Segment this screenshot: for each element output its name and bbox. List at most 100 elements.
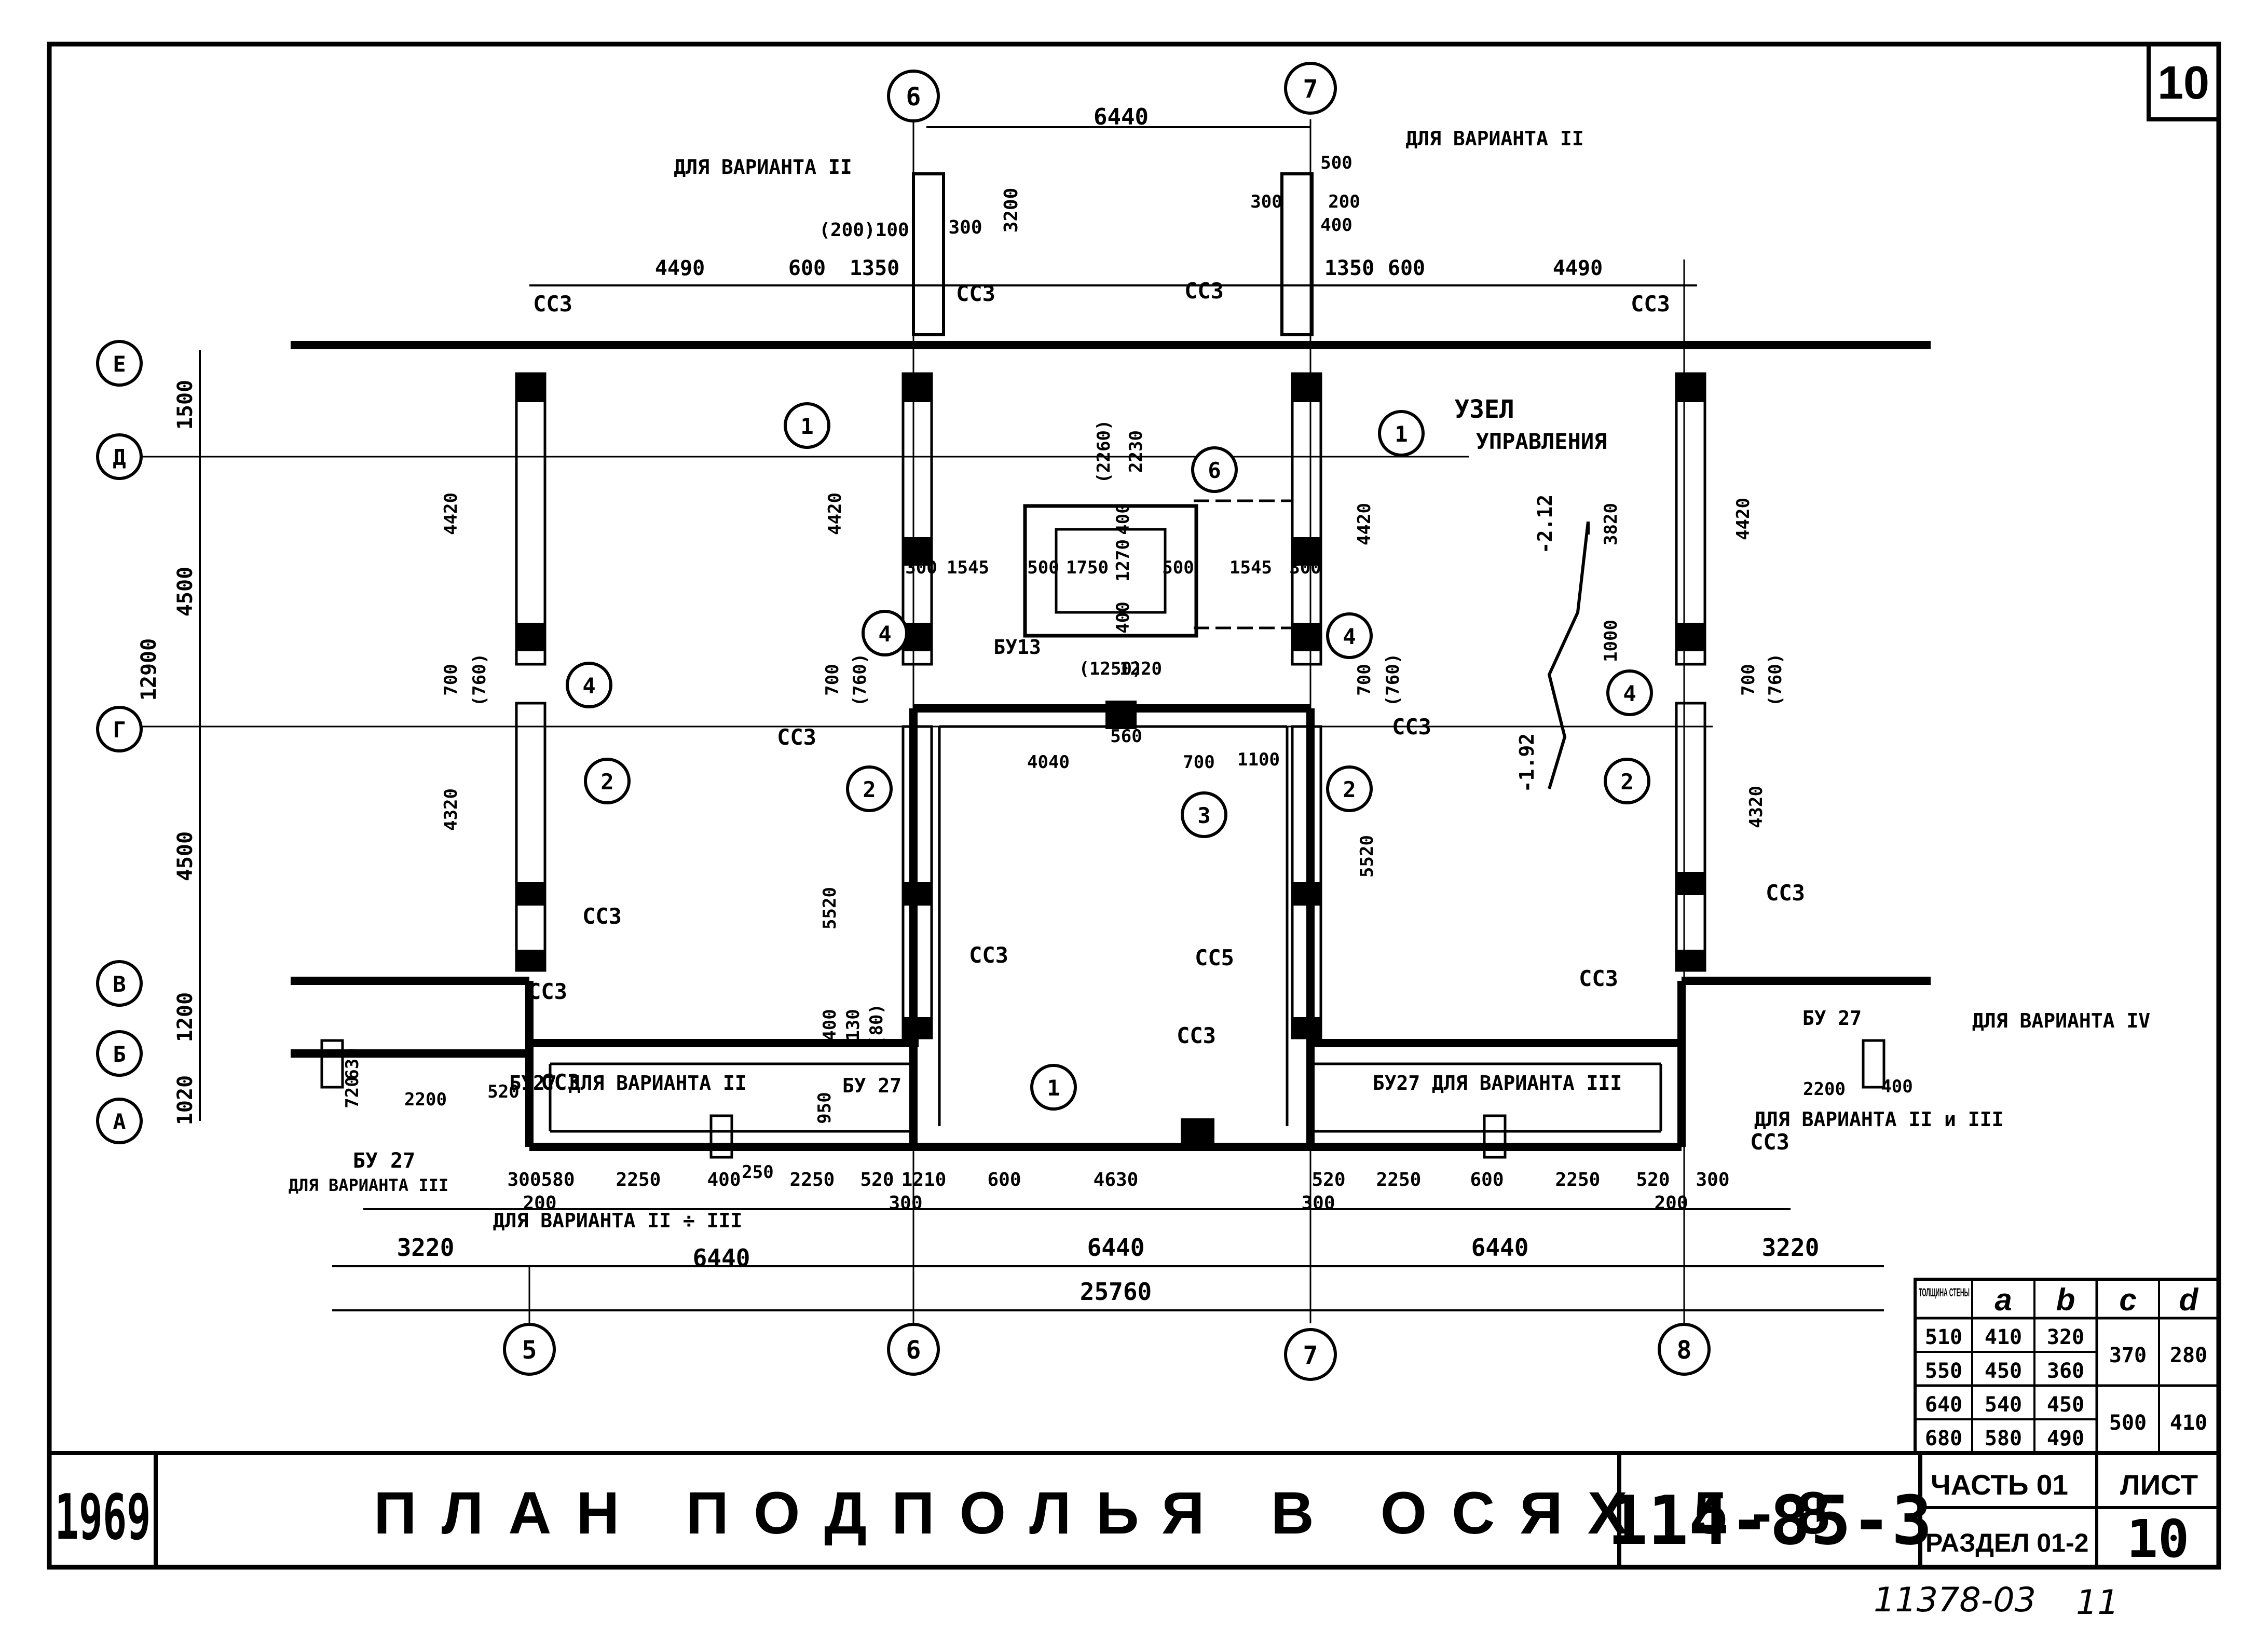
label-cc3: СС3: [1177, 1023, 1216, 1048]
label-variant: ДЛЯ ВАРИАНТА II и III: [1754, 1108, 2003, 1131]
dim-bottom-seg: 520: [1311, 1169, 1345, 1190]
control-pit: [1023, 499, 1292, 638]
label-cc3: СС3: [541, 1070, 580, 1095]
marker-bubble-label: 6: [1208, 458, 1221, 483]
dim-misc: (760): [850, 653, 870, 706]
dim-misc: 2230: [1126, 430, 1146, 473]
dim-misc: 4320: [1746, 786, 1767, 828]
table-header-c: c: [2119, 1282, 2136, 1317]
marker-bubble-label: 2: [600, 769, 613, 795]
label-variant: ДЛЯ ВАРИАНТА II ÷ III: [493, 1209, 742, 1232]
dim-bottom-seg: 300: [507, 1169, 541, 1190]
dim-misc: (80): [866, 1004, 887, 1046]
dim-bottom: 6440: [1471, 1234, 1529, 1262]
axis-bubble-label: 8: [1677, 1336, 1692, 1365]
label-cc3: СС3: [1184, 278, 1224, 304]
label-node: УПРАВЛЕНИЯ: [1476, 429, 1607, 454]
table-header-b: b: [2056, 1282, 2075, 1317]
label-cc5: СС5: [1195, 945, 1234, 970]
sheet-frame: [47, 42, 2221, 1570]
axis-bubble: [96, 1098, 143, 1144]
dim-misc: 1000: [1601, 620, 1621, 662]
label-cc3: СС3: [1766, 880, 1805, 906]
dim-top: 1350: [1324, 256, 1374, 280]
axis-bubble: [96, 1030, 143, 1077]
marker-bubble: [1191, 446, 1238, 493]
dim-top: 1350: [850, 256, 899, 280]
dim-misc: 560: [1110, 726, 1142, 747]
axis-bubble-label: В: [113, 971, 126, 997]
dim-misc: 250: [742, 1162, 773, 1183]
dim-top: 600: [1388, 256, 1425, 280]
year: 1969: [55, 1482, 151, 1554]
dim-bottom-sub: 300: [1301, 1193, 1335, 1214]
dim-bottom-seg: 1210: [901, 1169, 947, 1190]
marker-bubble: [862, 610, 908, 656]
dim-misc: 4040: [1027, 752, 1070, 773]
slope-line: [1547, 521, 1590, 789]
dim-misc: 1545: [947, 557, 989, 578]
dim-bottom-seg: 4630: [1094, 1169, 1139, 1190]
label-by27: БУ 27: [842, 1074, 901, 1097]
dim-misc: 1220: [1119, 659, 1162, 679]
marker-bubble: [566, 662, 612, 708]
label-variant: ДЛЯ ВАРИАНТА II: [1405, 127, 1583, 150]
dim-misc: 4420: [1354, 503, 1375, 545]
marker-bubble-label: 3: [1197, 803, 1210, 828]
dim-misc: 4420: [441, 492, 461, 535]
axis-bubble: [96, 960, 143, 1007]
table-d-1: 280: [2170, 1344, 2207, 1367]
dim-bottom: 6440: [693, 1244, 750, 1272]
axis-bubble-label: Б: [113, 1042, 126, 1067]
dim-left: 4500: [173, 567, 197, 617]
sheet-number-top: 10: [2157, 57, 2209, 109]
dim-misc: 2200: [404, 1089, 447, 1110]
dim-misc: 700: [1183, 752, 1214, 773]
axis-bubble: [503, 1323, 556, 1376]
axis-bubble-label: 6: [906, 83, 921, 112]
label-cc3: СС3: [1631, 291, 1670, 317]
marker-bubble-label: 2: [863, 777, 876, 802]
dimension-lines: [199, 126, 1884, 1311]
table-cell: 320: [2047, 1325, 2084, 1349]
table-header-a: a: [1994, 1282, 2012, 1317]
dim-misc: 1545: [1229, 557, 1272, 578]
dim-misc: 3820: [1601, 503, 1621, 545]
table-cell: 580: [1985, 1427, 2022, 1450]
dim-bottom-seg: 600: [987, 1169, 1021, 1190]
label-variant: ДЛЯ ВАРИАНТА III: [289, 1175, 448, 1195]
section-label: РАЗДЕЛ 01-2: [1925, 1528, 2088, 1557]
dim-bottom-sub: 200: [1654, 1193, 1688, 1214]
dim-bottom-sub: 300: [889, 1193, 922, 1214]
axis-bubble-label: Д: [113, 445, 126, 470]
label-cc3: СС3: [1750, 1129, 1789, 1155]
dim-misc: 5520: [819, 887, 840, 929]
dim-bottom-seg: 300: [1696, 1169, 1729, 1190]
label-variant: ДЛЯ ВАРИАНТА IV: [1972, 1009, 2150, 1032]
marker-bubble-label: 4: [1343, 624, 1356, 649]
table-cell: 540: [1985, 1393, 2022, 1417]
drawing-code: 114-85-3: [1607, 1481, 1932, 1560]
dim-misc: 300: [1289, 557, 1321, 578]
label-by27: БУ 27: [1802, 1007, 1862, 1030]
table-c-1: 370: [2109, 1344, 2147, 1367]
wall-inner-lines: [549, 725, 1662, 1133]
dim-left: 4500: [173, 831, 197, 881]
part-label: ЧАСТЬ 01: [1931, 1469, 2068, 1501]
axis-bubble: [887, 1323, 940, 1376]
table-c-2: 500: [2109, 1411, 2147, 1435]
marker-bubble: [1181, 791, 1227, 838]
marker-bubble-label: 1: [800, 414, 813, 439]
label-by13: БУ13: [993, 636, 1041, 659]
dim-misc: 400: [819, 1009, 840, 1040]
marker-bubble: [1378, 410, 1425, 457]
table-cell: 490: [2047, 1427, 2084, 1450]
marker-bubble-label: 1: [1047, 1075, 1060, 1101]
dim-misc: 700: [822, 664, 843, 695]
dim-top: 4490: [655, 256, 705, 280]
marker-bubble-label: 2: [1343, 777, 1356, 802]
sheet-title: ПЛАН ПОДПОЛЬЯ В ОСЯХ 5-8: [374, 1480, 1855, 1546]
dim-misc: 500: [1027, 557, 1059, 578]
columns: [320, 172, 1886, 1159]
axis-bubble-label: 7: [1303, 1341, 1318, 1370]
